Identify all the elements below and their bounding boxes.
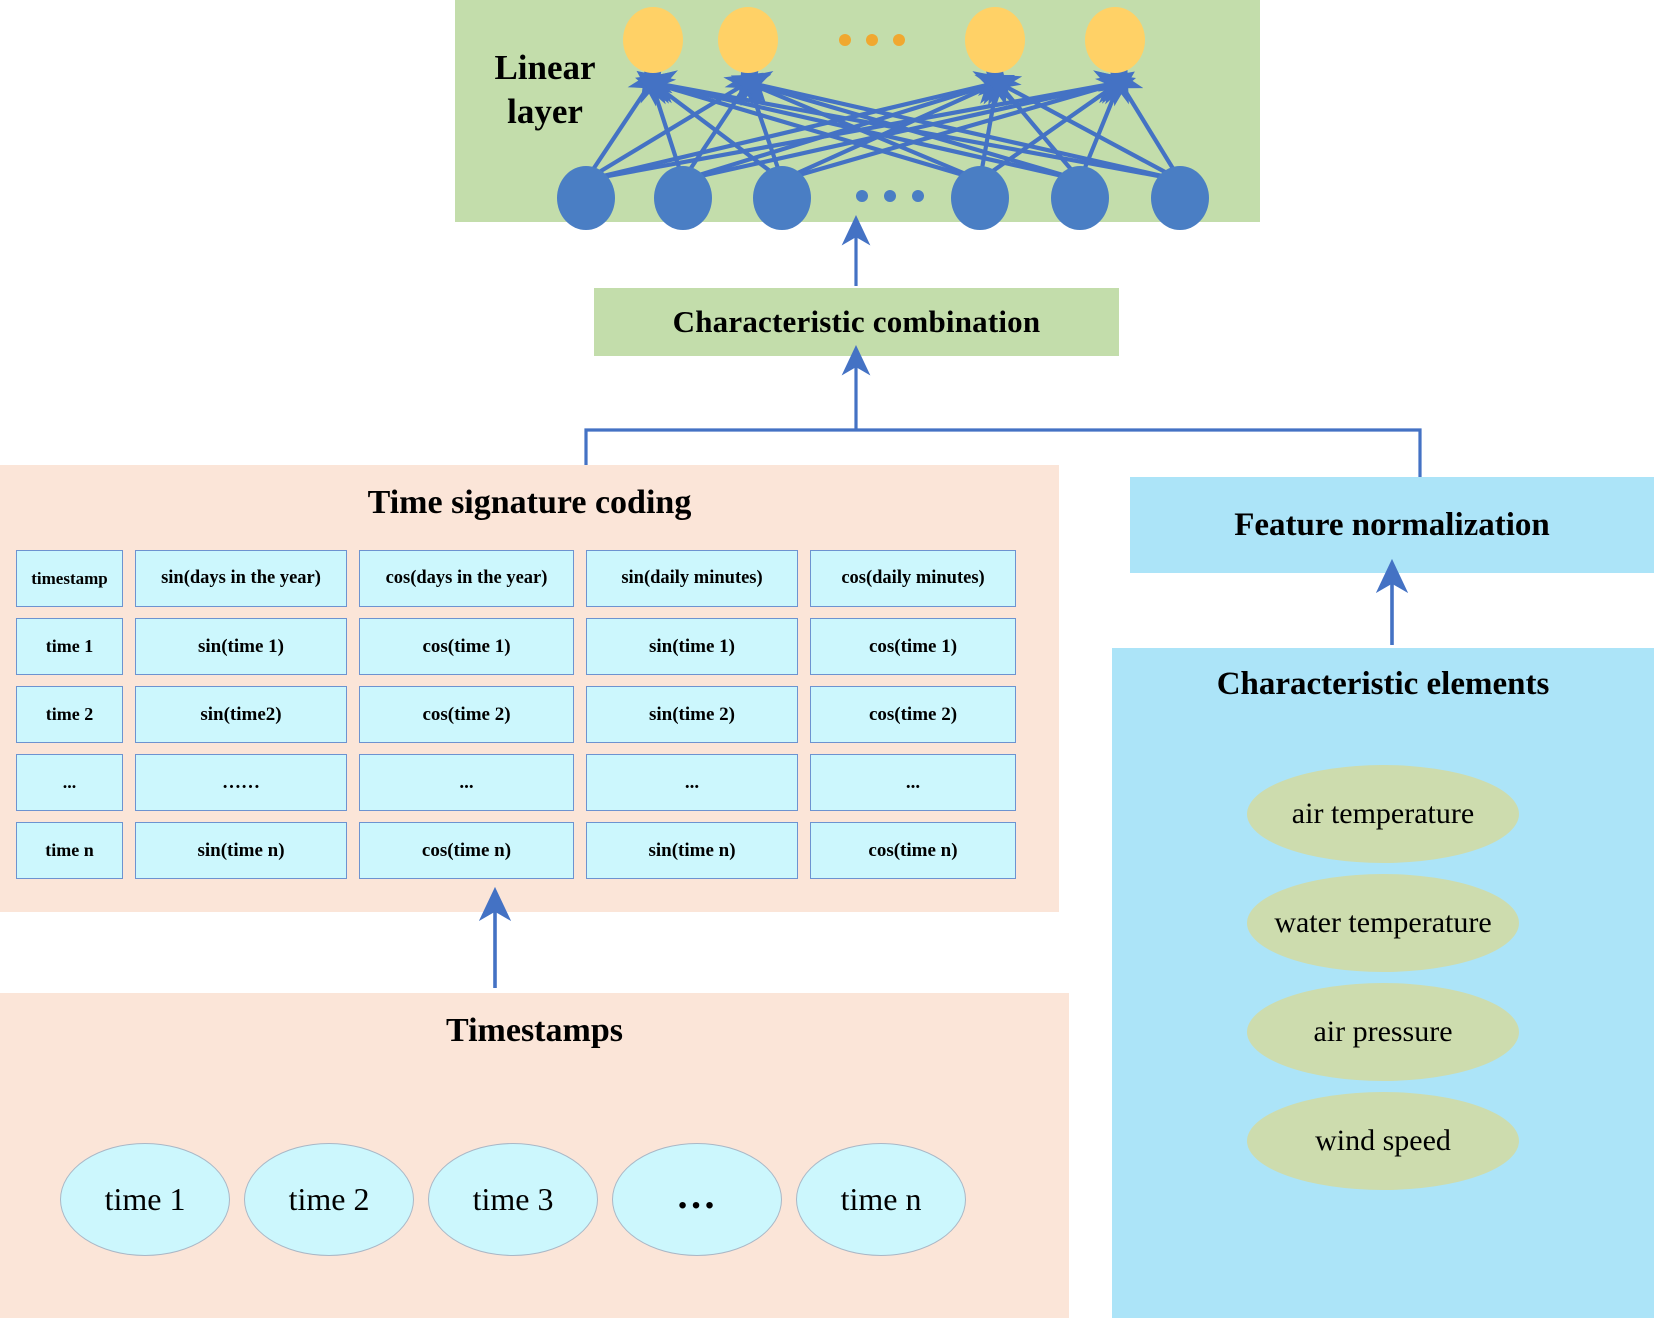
linear-layer-label: Linear layer — [494, 48, 596, 131]
characteristic-elements-title: Characteristic elements — [1216, 666, 1550, 702]
characteristic-element-item: water temperature — [1247, 874, 1519, 972]
characteristic-combination-box: Characteristic combination — [594, 288, 1119, 356]
characteristic-elements-panel: Characteristic elements air temperature … — [1112, 648, 1654, 1318]
table-cell: cos(time 2) — [810, 686, 1016, 743]
characteristic-elements-list: air temperature water temperature air pr… — [1247, 765, 1519, 1190]
linear-layer-panel: Linear layer — [455, 0, 1260, 222]
table-cell: ... — [586, 754, 798, 811]
characteristic-combination-label: Characteristic combination — [672, 304, 1041, 339]
time-signature-coding-table: timestamp sin(days in the year) cos(days… — [16, 550, 1024, 890]
table-header-cell: cos(daily minutes) — [810, 550, 1016, 607]
timestamp-list: time 1 time 2 time 3 … time n — [60, 1143, 966, 1256]
timestamps-title: Timestamps — [446, 1012, 623, 1049]
timestamp-ellipsis: … — [612, 1143, 782, 1256]
table-cell: time 2 — [16, 686, 123, 743]
table-cell: sin(time2) — [135, 686, 347, 743]
table-cell: time n — [16, 822, 123, 879]
table-row: ... …… ... ... ... — [16, 754, 1024, 811]
table-header-cell: cos(days in the year) — [359, 550, 574, 607]
time-signature-coding-panel: Time signature coding timestamp sin(days… — [0, 465, 1059, 912]
table-row: time 2 sin(time2) cos(time 2) sin(time 2… — [16, 686, 1024, 743]
timestamp-item: time 2 — [244, 1143, 414, 1256]
feature-normalization-label: Feature normalization — [1234, 506, 1550, 543]
table-cell: cos(time 2) — [359, 686, 574, 743]
time-signature-coding-title: Time signature coding — [367, 484, 692, 521]
feature-normalization-box: Feature normalization — [1130, 477, 1654, 573]
timestamps-panel: Timestamps time 1 time 2 time 3 … time n — [0, 993, 1069, 1318]
table-header-cell: sin(days in the year) — [135, 550, 347, 607]
table-cell: sin(time 1) — [586, 618, 798, 675]
table-cell: time 1 — [16, 618, 123, 675]
table-cell: ... — [359, 754, 574, 811]
table-cell: sin(time 1) — [135, 618, 347, 675]
table-cell: cos(time 1) — [810, 618, 1016, 675]
characteristic-element-item: air pressure — [1247, 983, 1519, 1081]
characteristic-element-item: air temperature — [1247, 765, 1519, 863]
table-row: time n sin(time n) cos(time n) sin(time … — [16, 822, 1024, 879]
table-cell: ... — [16, 754, 123, 811]
characteristic-element-item: wind speed — [1247, 1092, 1519, 1190]
timestamp-item: time 1 — [60, 1143, 230, 1256]
table-header-cell: sin(daily minutes) — [586, 550, 798, 607]
table-cell: sin(time 2) — [586, 686, 798, 743]
table-cell: cos(time n) — [359, 822, 574, 879]
timestamp-item: time n — [796, 1143, 966, 1256]
table-cell: …… — [135, 754, 347, 811]
table-cell: sin(time n) — [586, 822, 798, 879]
table-cell: cos(time 1) — [359, 618, 574, 675]
table-header-row: timestamp sin(days in the year) cos(days… — [16, 550, 1024, 607]
table-cell: cos(time n) — [810, 822, 1016, 879]
timestamp-item: time 3 — [428, 1143, 598, 1256]
table-row: time 1 sin(time 1) cos(time 1) sin(time … — [16, 618, 1024, 675]
table-header-cell: timestamp — [16, 550, 123, 607]
table-cell: sin(time n) — [135, 822, 347, 879]
table-cell: ... — [810, 754, 1016, 811]
